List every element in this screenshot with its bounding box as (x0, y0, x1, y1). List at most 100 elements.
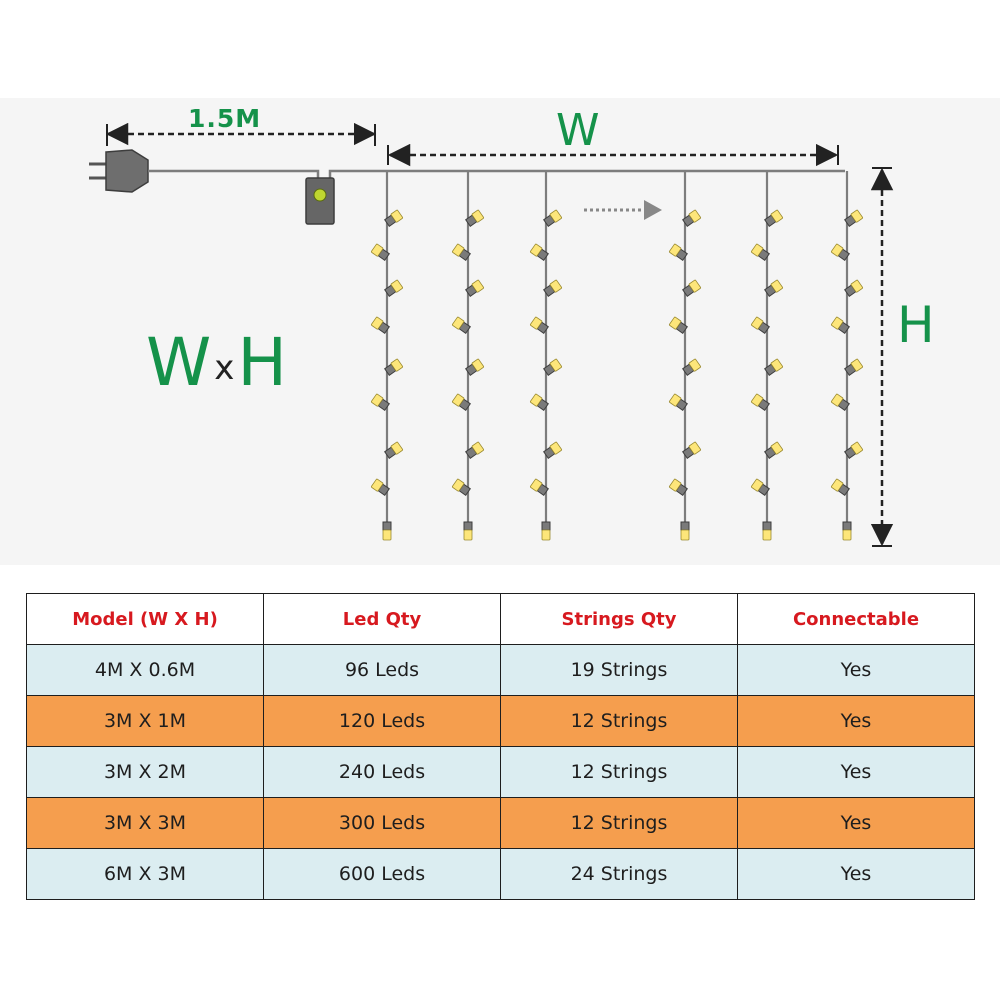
table-header-row: Model (W X H) Led Qty Strings Qty Connec… (26, 593, 975, 645)
led-bulb-icon (669, 243, 688, 261)
led-bulb-icon (384, 209, 403, 227)
led-bulb-icon (465, 441, 484, 459)
cell-connectable: Yes (737, 746, 975, 798)
table-row: 4M X 0.6M 96 Leds 19 Strings Yes (26, 644, 975, 696)
led-bulb-icon (669, 393, 688, 411)
led-bulb-icon (543, 279, 562, 297)
cell-model: 6M X 3M (26, 848, 264, 900)
cell-connectable: Yes (737, 644, 975, 696)
size-formula-h: H (237, 324, 288, 401)
led-bulb-icon (543, 209, 562, 227)
cell-led-qty: 96 Leds (263, 644, 501, 696)
width-dimension (387, 143, 839, 167)
cell-connectable: Yes (737, 695, 975, 747)
led-bulb-icon (844, 209, 863, 227)
led-bulb-icon (530, 478, 549, 496)
spec-table: Model (W X H) Led Qty Strings Qty Connec… (26, 593, 975, 900)
cell-strings-qty: 12 Strings (500, 746, 738, 798)
curtain-light-diagram (89, 122, 894, 547)
led-bulb-icon (764, 441, 783, 459)
cell-led-qty: 600 Leds (263, 848, 501, 900)
led-bulb-icon (463, 521, 473, 541)
led-bulb-icon (384, 279, 403, 297)
cell-strings-qty: 12 Strings (500, 695, 738, 747)
led-strings (371, 171, 863, 541)
plug-icon (89, 149, 149, 193)
header-led-qty: Led Qty (263, 593, 501, 645)
led-bulb-icon (844, 358, 863, 376)
led-bulb-icon (465, 209, 484, 227)
led-bulb-icon (842, 521, 852, 541)
cell-connectable: Yes (737, 848, 975, 900)
header-model: Model (W X H) (26, 593, 264, 645)
cell-strings-qty: 12 Strings (500, 797, 738, 849)
led-bulb-icon (682, 209, 701, 227)
table-row: 3M X 3M 300 Leds 12 Strings Yes (26, 797, 975, 849)
led-bulb-icon (844, 279, 863, 297)
cell-led-qty: 120 Leds (263, 695, 501, 747)
led-bulb-icon (831, 478, 850, 496)
led-bulb-icon (831, 316, 850, 334)
controller-box-icon (305, 177, 335, 225)
lead-cable (148, 169, 845, 180)
cell-model: 3M X 1M (26, 695, 264, 747)
cell-connectable: Yes (737, 797, 975, 849)
led-bulb-icon (751, 316, 770, 334)
led-bulb-icon (384, 441, 403, 459)
cell-led-qty: 300 Leds (263, 797, 501, 849)
led-bulb-icon (669, 316, 688, 334)
led-bulb-icon (541, 521, 551, 541)
height-label: H (897, 296, 935, 354)
led-bulb-icon (844, 441, 863, 459)
led-bulb-icon (452, 393, 471, 411)
led-bulb-icon (543, 358, 562, 376)
led-bulb-icon (530, 243, 549, 261)
cell-model: 4M X 0.6M (26, 644, 264, 696)
led-bulb-icon (831, 243, 850, 261)
led-bulb-icon (371, 243, 390, 261)
cable-length-label: 1.5M (188, 104, 262, 133)
led-bulb-icon (543, 441, 562, 459)
led-bulb-icon (751, 478, 770, 496)
led-bulb-icon (751, 243, 770, 261)
led-bulb-icon (384, 358, 403, 376)
led-bulb-icon (452, 316, 471, 334)
led-bulb-icon (764, 279, 783, 297)
led-bulb-icon (764, 209, 783, 227)
led-bulb-icon (452, 478, 471, 496)
led-bulb-icon (371, 393, 390, 411)
led-bulb-icon (751, 393, 770, 411)
led-bulb-icon (680, 521, 690, 541)
cable-length-dimension (105, 122, 377, 146)
led-bulb-icon (669, 478, 688, 496)
table-row: 3M X 2M 240 Leds 12 Strings Yes (26, 746, 975, 798)
led-bulb-icon (465, 358, 484, 376)
table-row: 3M X 1M 120 Leds 12 Strings Yes (26, 695, 975, 747)
table-row: 6M X 3M 600 Leds 24 Strings Yes (26, 848, 975, 900)
led-bulb-icon (682, 358, 701, 376)
cell-strings-qty: 19 Strings (500, 644, 738, 696)
led-bulb-icon (682, 279, 701, 297)
size-formula-w: W (146, 324, 212, 401)
cell-led-qty: 240 Leds (263, 746, 501, 798)
led-bulb-icon (530, 393, 549, 411)
led-bulb-icon (764, 358, 783, 376)
led-bulb-icon (465, 279, 484, 297)
led-bulb-icon (382, 521, 392, 541)
width-label: W (556, 105, 600, 156)
cell-model: 3M X 2M (26, 746, 264, 798)
led-bulb-icon (762, 521, 772, 541)
led-bulb-icon (682, 441, 701, 459)
header-strings-qty: Strings Qty (500, 593, 738, 645)
direction-arrow-icon (548, 170, 682, 220)
size-formula-x: x (214, 348, 235, 388)
cell-model: 3M X 3M (26, 797, 264, 849)
size-formula: WxH (146, 325, 287, 401)
height-dimension (870, 167, 894, 547)
header-connectable: Connectable (737, 593, 975, 645)
led-bulb-icon (831, 393, 850, 411)
led-bulb-icon (371, 478, 390, 496)
led-bulb-icon (371, 316, 390, 334)
led-bulb-icon (530, 316, 549, 334)
cell-strings-qty: 24 Strings (500, 848, 738, 900)
